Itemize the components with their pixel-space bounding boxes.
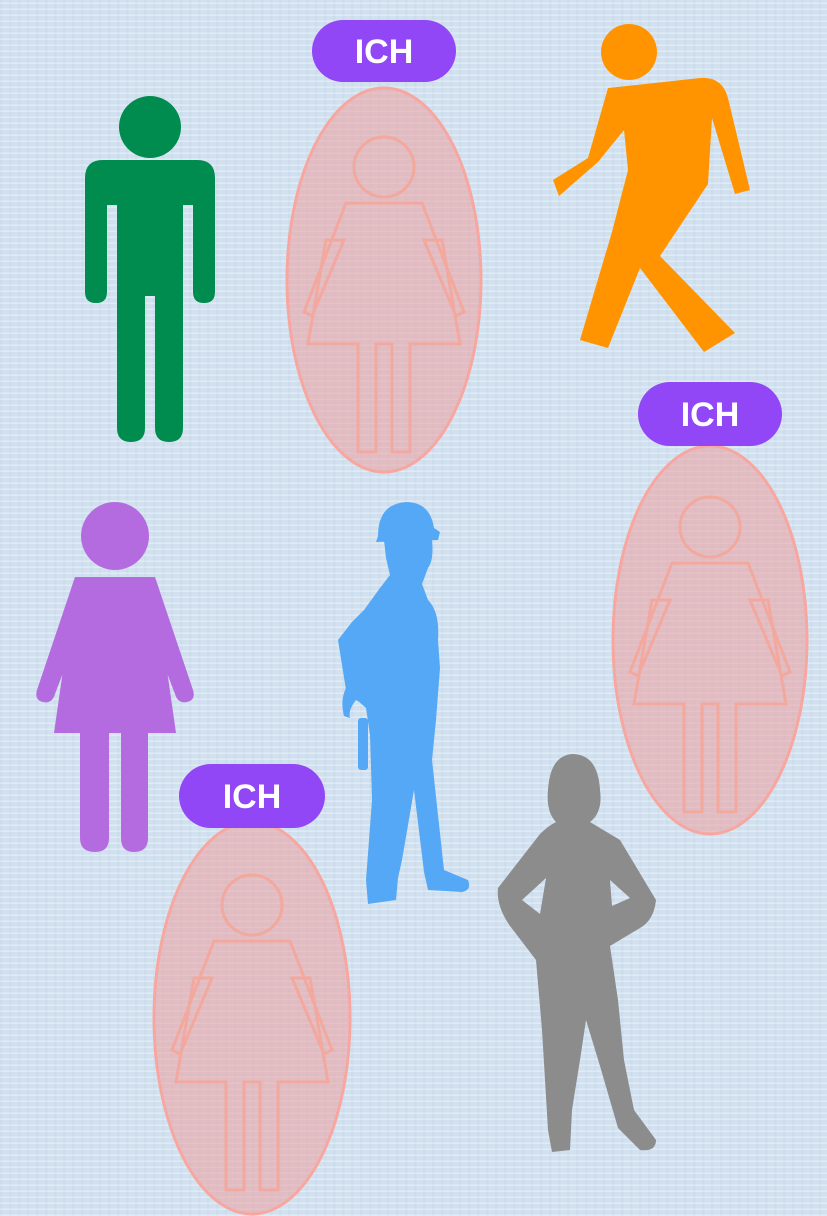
highlighted-woman-top: ICH [287,20,481,472]
woman-silhouette-icon [498,754,656,1152]
highlighted-woman-bottom: ICH [154,764,350,1214]
badge-label-right: ICH [681,396,740,434]
walking-person-icon [553,24,750,352]
badge-label-top: ICH [355,33,414,71]
highlighted-woman-right: ICH [613,382,807,834]
man-icon [85,96,215,442]
badge-label-bottom: ICH [223,778,282,816]
construction-worker-icon [338,502,469,904]
woman-icon [36,502,194,852]
